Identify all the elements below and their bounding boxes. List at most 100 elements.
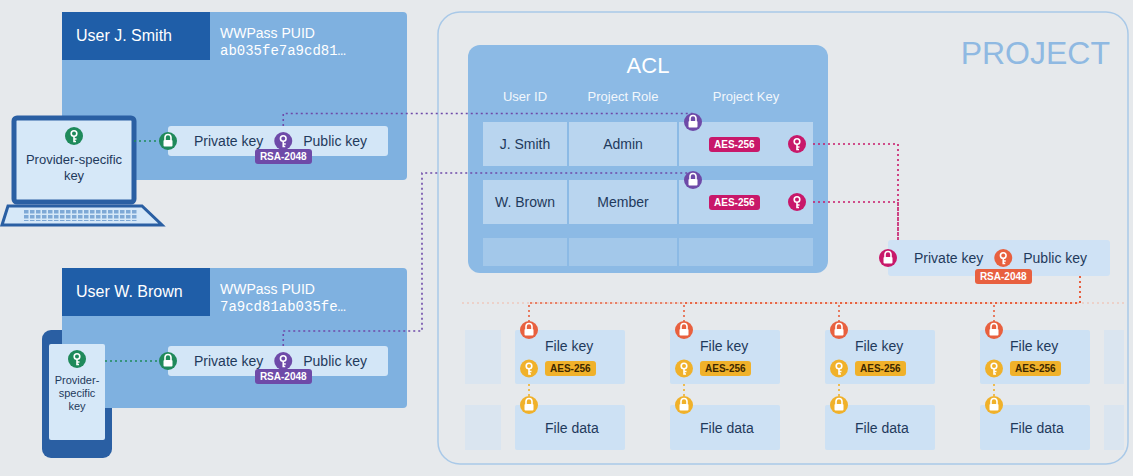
lock-icon: [520, 396, 538, 414]
faded-file-key: [1104, 330, 1124, 384]
file-key-label: File key: [855, 338, 929, 355]
key-icon: [520, 360, 538, 378]
lock-icon: [684, 171, 702, 189]
device-screen: Provider-specific key: [49, 344, 105, 440]
key-blade: [77, 359, 80, 365]
connectors: [105, 114, 1080, 406]
icon-disc: [994, 249, 1012, 267]
lock-icon: [684, 113, 702, 131]
key-link: [105, 360, 168, 362]
key-blade: [74, 136, 77, 142]
box-fill: [483, 122, 567, 166]
lock-icon: [830, 396, 848, 414]
icon-disc: [684, 113, 702, 131]
box-fill: [569, 180, 677, 224]
file-key-box: File keyAES-256: [670, 330, 780, 384]
lock-body: [164, 140, 173, 147]
key-bow: [280, 136, 286, 142]
key-blade: [797, 144, 800, 150]
key-icon: [675, 360, 693, 378]
lock-shackle: [681, 399, 687, 405]
file-data-label: File data: [700, 420, 754, 436]
lock-icon: [879, 249, 897, 267]
lock-shackle: [165, 135, 171, 141]
region-title: PROJECT: [438, 34, 1128, 72]
icon-disc: [68, 350, 86, 368]
icon-disc: [788, 193, 806, 211]
lock-icon: [830, 321, 848, 339]
icon-disc: [985, 396, 1003, 414]
faded-file-data: [1104, 405, 1124, 450]
box-fill: [62, 268, 407, 408]
user-name: User W. Brown: [62, 268, 210, 316]
device-screen: Provider-specific key: [14, 118, 134, 202]
lock-icon: [985, 321, 1003, 339]
lock-shackle: [836, 399, 842, 405]
key-type-badge: AES-256: [855, 361, 906, 376]
key-icon: [994, 249, 1012, 267]
key-icon: [788, 193, 806, 211]
lock-body: [689, 121, 698, 128]
key-blade: [283, 141, 286, 147]
lock-icon: [159, 352, 177, 370]
file-key-box: File keyAES-256: [515, 330, 625, 384]
icon-disc: [830, 360, 848, 378]
project-region: J. SmithAdminAES-256W. BrownMemberAES-25…: [438, 12, 1128, 464]
table-cell: Admin: [603, 136, 643, 152]
lock-shackle: [885, 252, 891, 258]
lock-icon: [520, 321, 538, 339]
lock-shackle: [526, 399, 532, 405]
lock-shackle: [526, 324, 532, 330]
key-pair-box: Private keyPublic keyRSA-2048: [168, 126, 388, 156]
file-data-box: File data: [980, 405, 1090, 450]
puid-label: WWPass PUID: [220, 24, 407, 42]
file-key-box: File keyAES-256: [825, 330, 935, 384]
file-data-box: File data: [825, 405, 935, 450]
file-key-box: File keyAES-256: [980, 330, 1090, 384]
box-fill: [483, 180, 567, 224]
key-type-badge: AES-256: [545, 361, 596, 376]
phone-body: [42, 330, 112, 458]
table-cell: Member: [597, 194, 648, 210]
key-type-badge: RSA-2048: [255, 369, 312, 384]
icon-disc: [830, 396, 848, 414]
lock-body: [164, 360, 173, 367]
key-badge: AES-256: [709, 195, 760, 210]
lock-body: [835, 329, 844, 336]
lock-icon: [159, 132, 177, 150]
key-type-badge: AES-256: [700, 361, 751, 376]
key-bow: [836, 363, 842, 369]
lock-body: [525, 329, 534, 336]
key-label: Public key: [303, 126, 367, 156]
column-header: User ID: [483, 89, 567, 105]
screen-label: Provider-specific key: [17, 152, 131, 183]
key-pair-box: Private keyPublic keyRSA-2048: [168, 346, 388, 376]
icon-disc: [788, 135, 806, 153]
table-cell-box: J. Smith: [483, 122, 567, 166]
box-fill: [569, 122, 677, 166]
key-icon: [274, 352, 292, 370]
lock-icon: [985, 396, 1003, 414]
table-cell-box: W. Brown: [483, 180, 567, 224]
laptop-keyboard: [24, 210, 138, 221]
key-blade: [1003, 258, 1006, 264]
key-icon: [985, 360, 1003, 378]
lock-body: [990, 404, 999, 411]
file-key-label: File key: [1010, 338, 1084, 355]
icon-disc: [520, 360, 538, 378]
icon-disc: [159, 132, 177, 150]
icon-disc: [274, 352, 292, 370]
key-bow: [71, 131, 77, 137]
acl-table: J. SmithAdminAES-256W. BrownMemberAES-25…: [468, 45, 828, 273]
key-type-badge: RSA-2048: [255, 149, 312, 164]
screen-label: Provider-specific key: [52, 374, 102, 414]
icon-disc: [879, 249, 897, 267]
key-icon: [830, 360, 848, 378]
key-bow: [991, 363, 997, 369]
key-label: Public key: [1023, 240, 1087, 276]
key-link: [813, 144, 898, 240]
file-data-label: File data: [855, 420, 909, 436]
table-cell-box: Admin: [569, 122, 677, 166]
